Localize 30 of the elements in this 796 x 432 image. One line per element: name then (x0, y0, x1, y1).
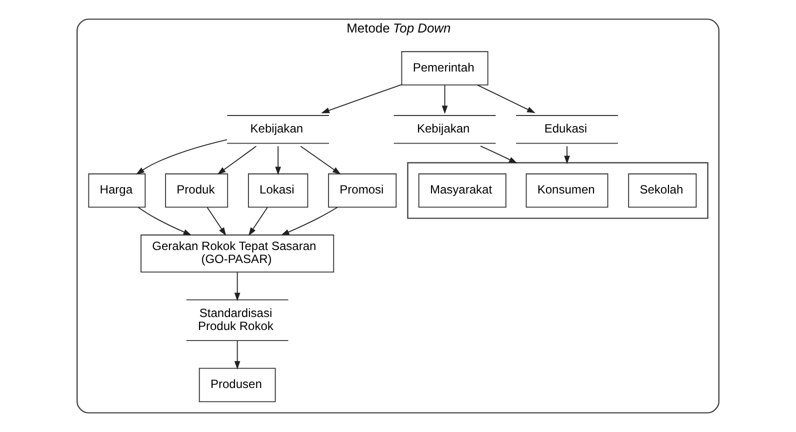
node-box: Promosi (328, 173, 397, 208)
node-box: Masyarakat (418, 173, 506, 208)
arrow (477, 84, 536, 114)
node-box: Gerakan Rokok Tepat Sasaran (GO-PASAR) (140, 234, 334, 272)
arrow (480, 146, 518, 164)
arrow (206, 207, 226, 236)
arrow (136, 139, 228, 174)
node-text: Standardisasi Produk Rokok (198, 306, 274, 333)
node-box: Harga (88, 173, 146, 208)
node-text: Kebijakan (416, 122, 470, 136)
arrow (321, 84, 402, 114)
arrow (248, 207, 268, 236)
arrow (280, 206, 338, 236)
arrow (275, 146, 281, 176)
node-text: Edukasi (544, 122, 588, 136)
cluster (407, 162, 708, 219)
node-text: Kebijakan (250, 122, 304, 136)
arrow (564, 146, 570, 164)
node-box: Produk (165, 173, 228, 208)
node-box: Pemerintah (401, 51, 488, 86)
node-box: Sekolah (628, 173, 697, 208)
arrow (300, 146, 341, 174)
arrow (442, 84, 448, 114)
arrow (217, 146, 257, 174)
arrow (234, 340, 240, 370)
arrow (138, 206, 192, 236)
node-box: Produsen (198, 368, 276, 402)
node-box: Konsumen (526, 173, 608, 208)
node-box: Lokasi (248, 173, 308, 208)
arrow (234, 272, 240, 302)
